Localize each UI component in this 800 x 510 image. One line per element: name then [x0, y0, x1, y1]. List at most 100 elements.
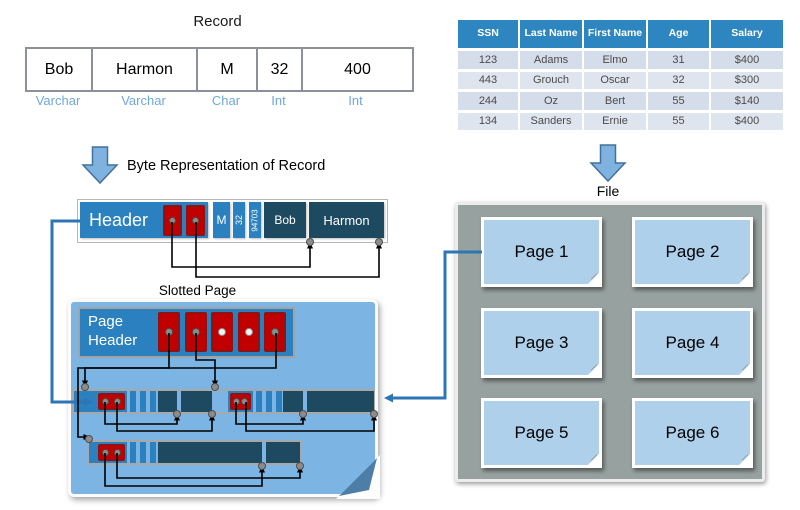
pointer-dot — [113, 398, 121, 405]
record-field-segment — [140, 391, 146, 412]
record-field-segment — [140, 442, 146, 463]
pointer-dot — [169, 217, 176, 224]
page-card: Page 1 — [481, 217, 602, 287]
byte-cell-text: 32 — [233, 214, 244, 226]
file-label: File — [596, 183, 620, 199]
table-cell: Sanders — [520, 112, 582, 130]
flow-down-arrow-icon — [81, 146, 119, 185]
table-cell: $300 — [711, 71, 783, 89]
slot-box — [264, 312, 286, 352]
byte-representation-caption: Byte Representation of Record — [127, 158, 326, 174]
record-field-segment — [307, 391, 374, 412]
record-type-label: Varchar — [35, 93, 81, 108]
pointer-dot — [192, 328, 200, 336]
page-fold-icon — [738, 272, 751, 285]
page-fold-icon — [587, 363, 600, 376]
record-cell: Harmon — [93, 49, 198, 90]
page-card: Page 2 — [632, 217, 753, 287]
byte-cell-text: 94703 — [250, 208, 260, 232]
record-type-label: Char — [211, 93, 241, 108]
pointer-dot — [271, 328, 279, 336]
byte-cell: 94703 — [249, 202, 261, 238]
table-cell: 244 — [458, 92, 518, 110]
page-fold-icon — [336, 455, 380, 499]
slotted-page-title: Slotted Page — [158, 283, 237, 298]
column-header: First Name — [584, 20, 646, 48]
table-cell: $400 — [711, 112, 783, 130]
pointer-dot — [165, 328, 173, 336]
byte-cell: Bob — [264, 202, 306, 238]
page-label: Page 1 — [514, 242, 569, 261]
pointer-dot — [192, 217, 199, 224]
table-cell: Grouch — [520, 71, 582, 89]
slot-box — [185, 312, 207, 352]
column-header: Age — [648, 20, 709, 48]
page-fold-icon — [587, 453, 600, 466]
column-header: SSN — [458, 20, 518, 48]
record-field-segment — [276, 391, 282, 412]
record-slot-box — [98, 444, 125, 461]
record-table: Bob Harmon M 32 400 — [25, 47, 414, 92]
page-label: Page 6 — [665, 423, 720, 442]
pointer-dot — [241, 398, 249, 405]
flow-down-arrow-icon — [589, 144, 627, 183]
record-cell: 400 — [344, 60, 371, 78]
table-cell: 134 — [458, 112, 518, 130]
empty-slot-dot — [245, 328, 253, 336]
record-field-segment — [283, 391, 303, 412]
record-cell: Bob — [27, 49, 93, 90]
column-header: Last Name — [520, 20, 582, 48]
page-card: Page 3 — [481, 308, 602, 378]
record-type-row: Varchar Varchar Char Int Int — [25, 93, 410, 108]
byte-cell: 32 — [233, 202, 245, 238]
page-label: Page 5 — [514, 423, 569, 442]
table-cell: 31 — [648, 51, 709, 69]
record-field-segment — [130, 391, 136, 412]
record-field-segment — [266, 442, 300, 463]
byte-cell: M — [213, 202, 230, 238]
page-fold-icon — [738, 453, 751, 466]
record-field-segment — [150, 442, 156, 463]
record-field-segment — [181, 391, 212, 412]
pointer-dot — [113, 449, 121, 456]
empty-slot-dot — [218, 328, 226, 336]
record-field-segment — [158, 391, 177, 412]
page-card: Page 5 — [481, 398, 602, 468]
table-cell: $400 — [711, 51, 783, 69]
byte-slot-pointer — [186, 205, 205, 236]
slot-box — [158, 312, 180, 352]
page-fold-icon — [738, 363, 751, 376]
table-cell: Elmo — [584, 51, 646, 69]
page-card: Page 4 — [632, 308, 753, 378]
table-cell: 123 — [458, 51, 518, 69]
table-cell: Adams — [520, 51, 582, 69]
table-cell: Oscar — [584, 71, 646, 89]
record-cell: 32 — [258, 49, 303, 90]
column-header: Salary — [711, 20, 783, 48]
record-type-label: Int — [348, 93, 363, 108]
slot-box — [238, 312, 260, 352]
record-field-segment — [256, 391, 262, 412]
record-field-segment — [266, 391, 272, 412]
page-header-label: Page Header — [88, 313, 138, 349]
record-field-segment — [130, 442, 136, 463]
record-field-segment — [158, 442, 262, 463]
table-cell: Oz — [520, 92, 582, 110]
table-cell: Ernie — [584, 112, 646, 130]
table-cell: Bert — [584, 92, 646, 110]
employee-table: SSN Last Name First Name Age Salary 123 … — [458, 20, 783, 130]
table-cell: 32 — [648, 71, 709, 89]
page-label: Page 4 — [665, 333, 720, 352]
pointer-dot — [232, 398, 240, 405]
record-type-label: Varchar — [121, 93, 166, 108]
table-cell: $140 — [711, 92, 783, 110]
page-fold-icon — [587, 272, 600, 285]
pointer-dot — [102, 449, 110, 456]
record-type-label: Int — [271, 93, 286, 108]
byte-cell: Harmon — [309, 202, 384, 238]
slot-box — [211, 312, 233, 352]
page-label: Page 3 — [514, 333, 569, 352]
record-title: Record — [193, 13, 242, 30]
table-cell: 443 — [458, 71, 518, 89]
